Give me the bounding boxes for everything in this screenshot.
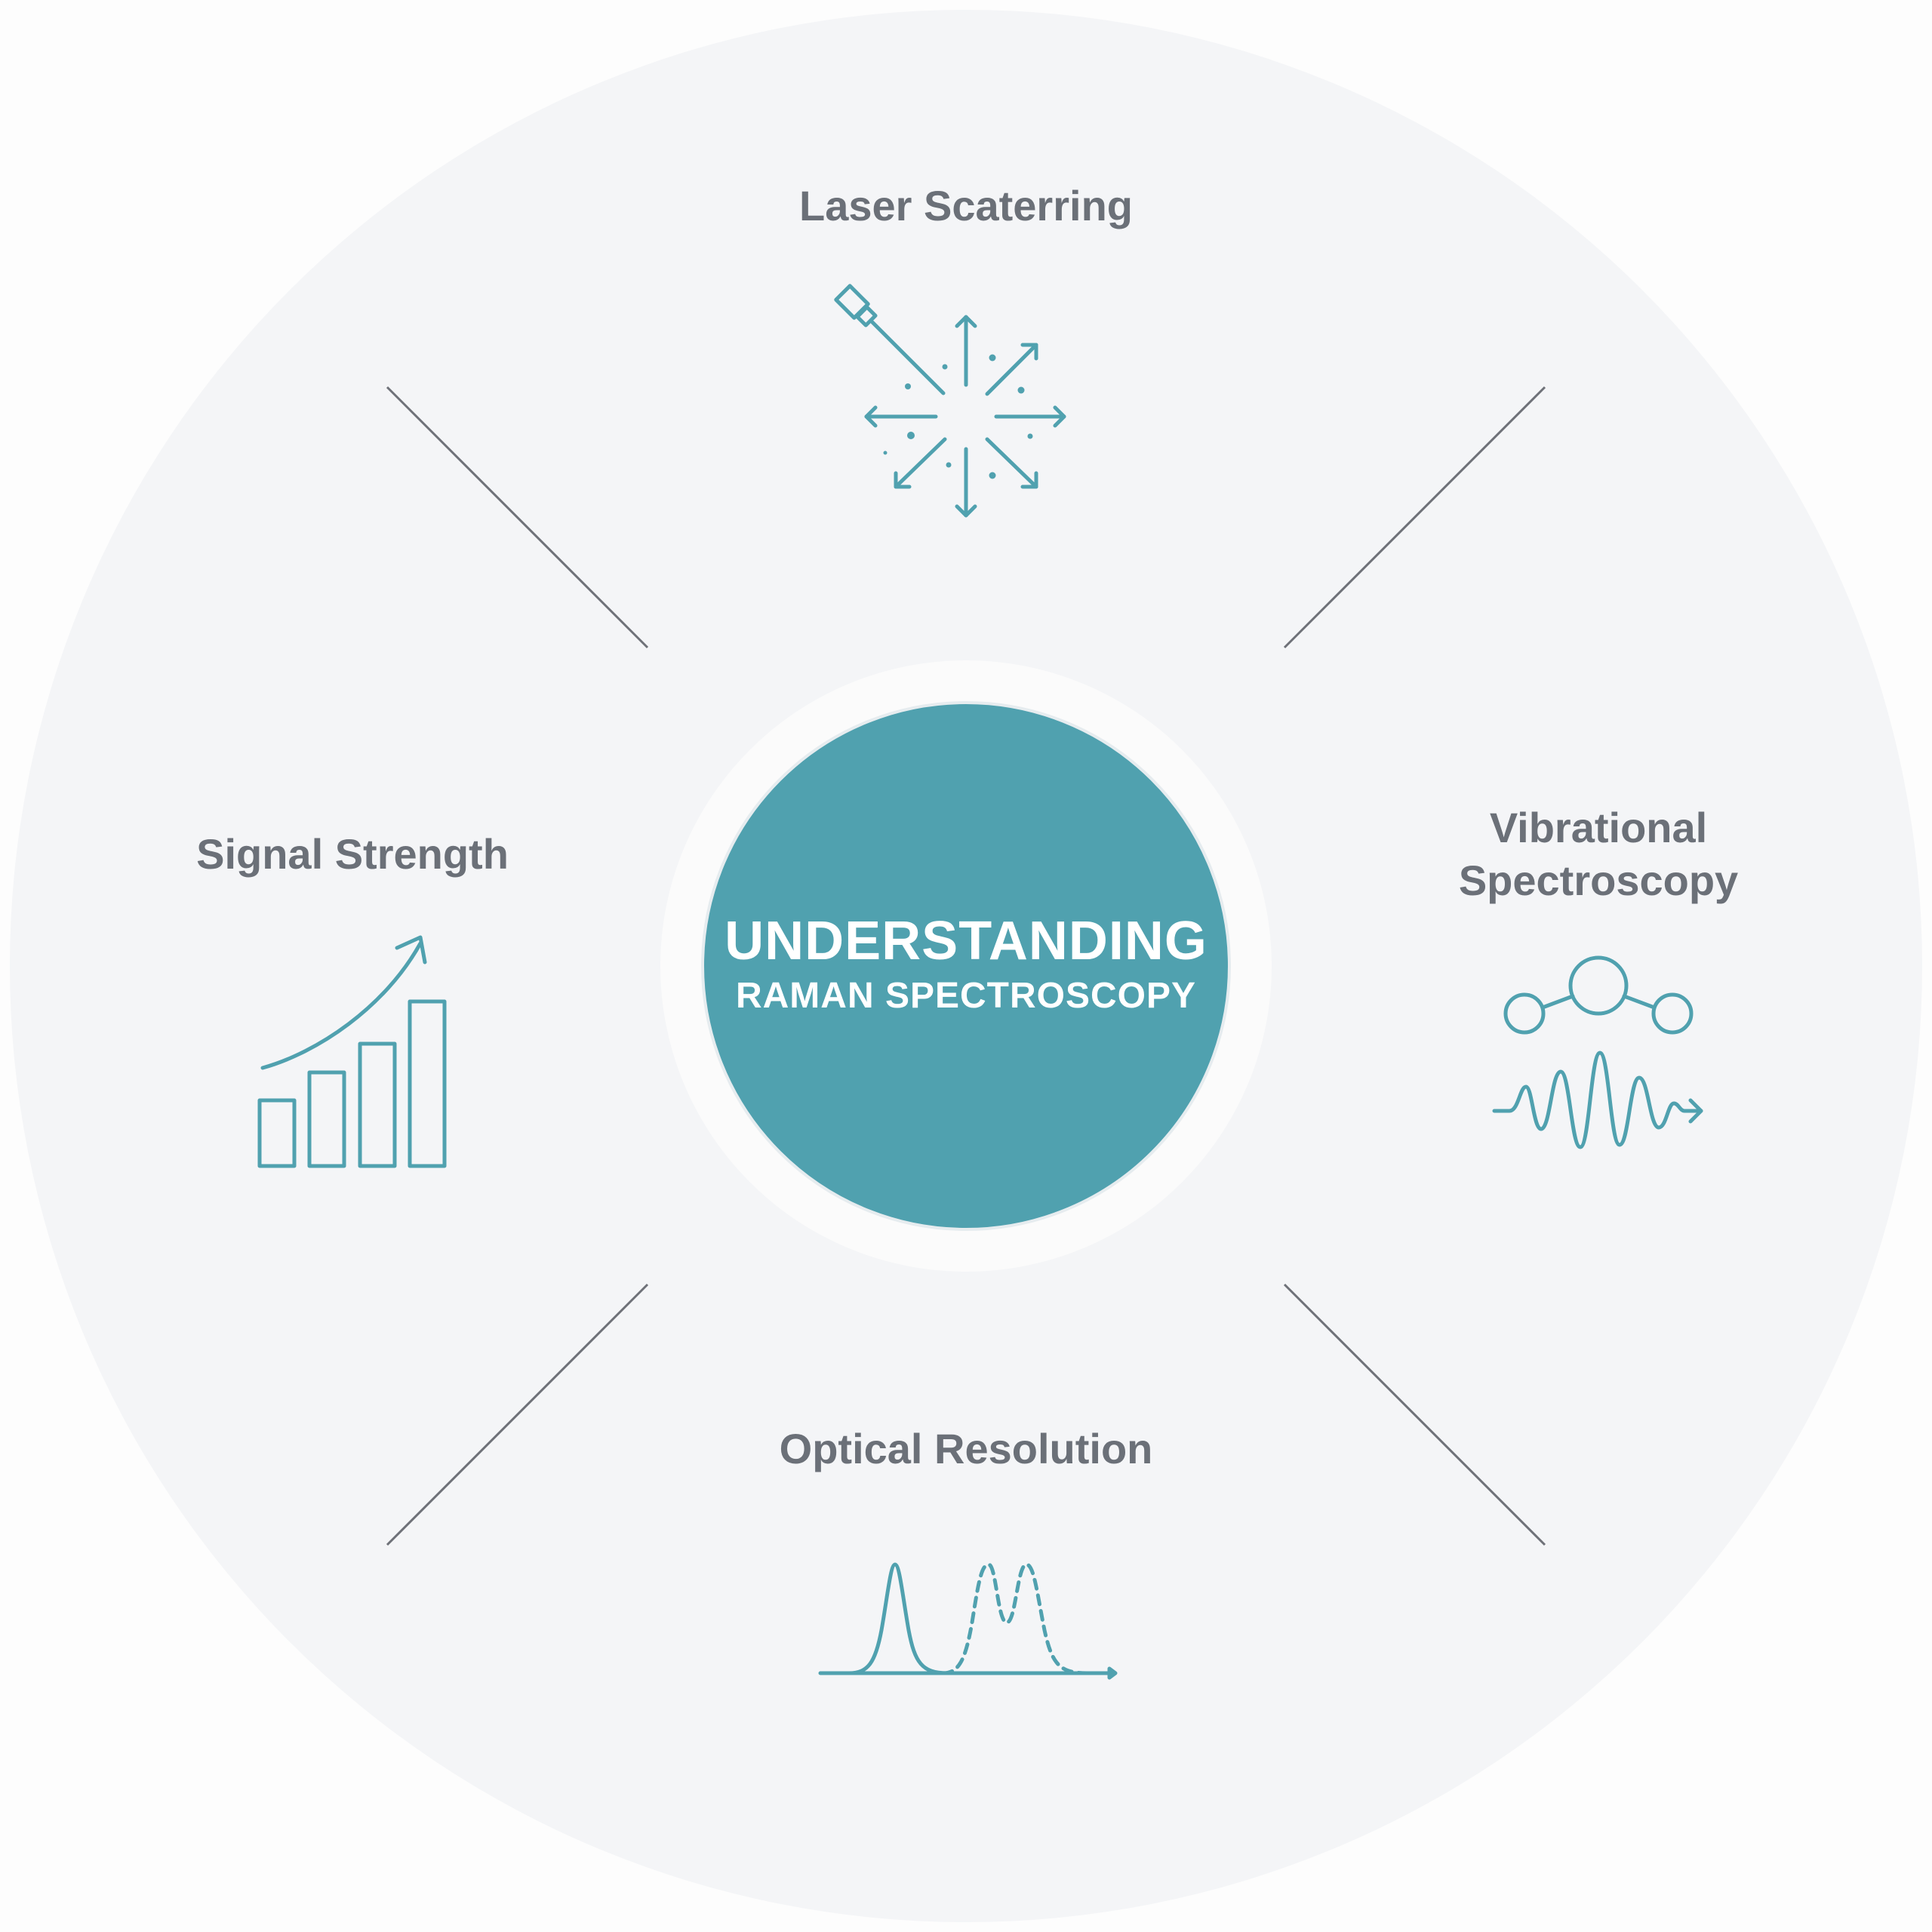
center-subtitle: RAMAN SPECTROSCOPY — [735, 976, 1197, 1016]
laser-scattering-icon — [834, 284, 1066, 518]
rising-bar-chart-icon — [257, 935, 447, 1168]
label-optical-resolution: Optical Resolution — [779, 1425, 1153, 1472]
center-title: UNDERSTANDING — [724, 911, 1208, 971]
divider-bottom-right — [1283, 1283, 1546, 1546]
scatter-dots — [883, 354, 1033, 479]
label-laser-scattering: Laser Scaterring — [799, 182, 1133, 229]
center-core — [701, 701, 1231, 1231]
wave-line — [1492, 1051, 1703, 1149]
label-vibrational-line2: Spectroscopy — [1458, 857, 1739, 904]
divider-top-left — [386, 386, 649, 649]
label-vibrational-line1: Vibrational — [1489, 804, 1708, 851]
resolved-peaks-icon — [818, 1562, 1118, 1680]
molecular-vibration-icon — [1492, 955, 1703, 1149]
divider-lines — [386, 386, 1546, 1546]
label-signal-strength: Signal Strength — [196, 830, 509, 878]
divider-bottom-left — [386, 1283, 649, 1546]
label-vibrational-spectroscopy: Vibrational Spectroscopy — [1459, 801, 1738, 907]
divider-top-right — [1283, 386, 1546, 649]
